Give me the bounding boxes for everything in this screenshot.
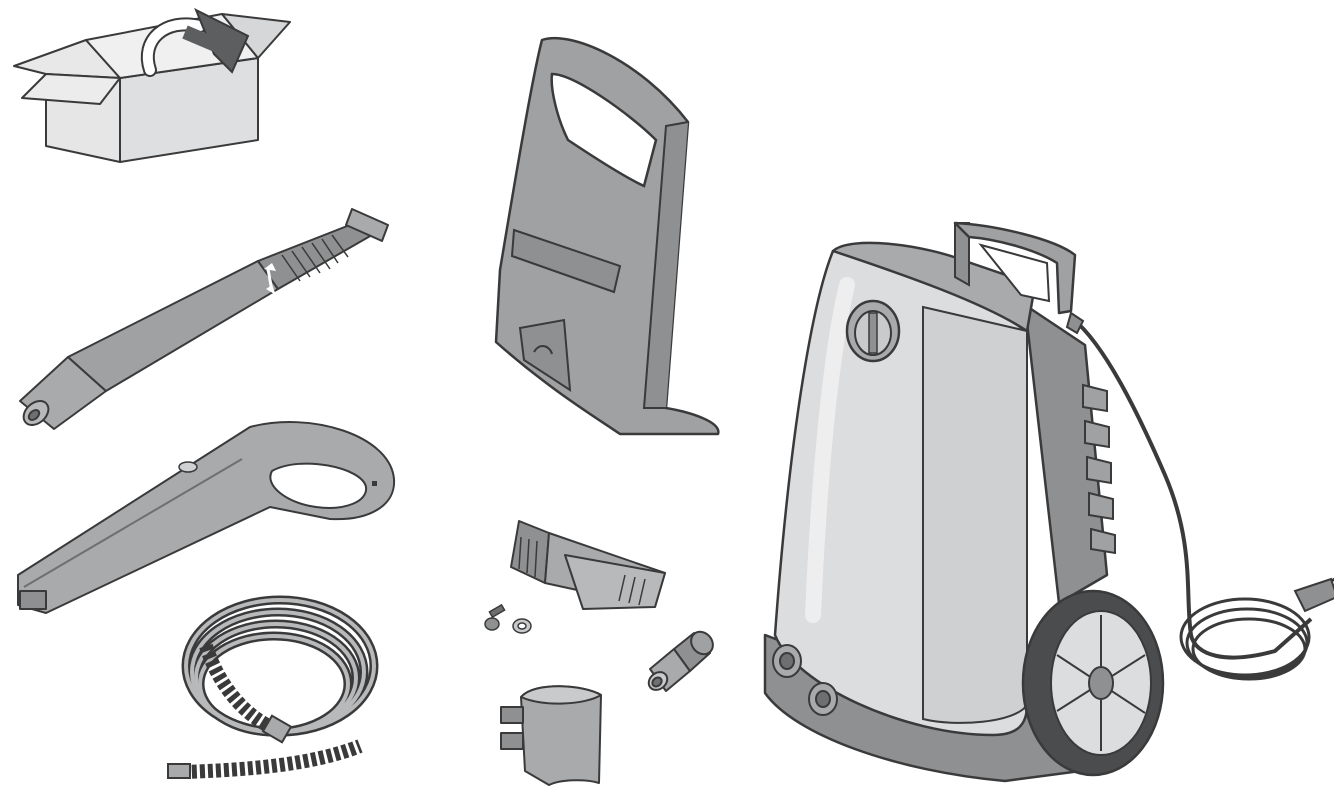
accessory-holder-icon	[510, 520, 666, 610]
hose-holder-icon	[500, 685, 602, 786]
pressure-washer-icon	[763, 221, 1334, 783]
coupling-icon	[647, 630, 714, 692]
packaging-box-icon	[13, 7, 291, 163]
screw-and-washer-icon	[484, 603, 532, 634]
spray-lance-icon	[19, 208, 389, 430]
trigger-gun-icon	[17, 421, 396, 614]
coiled-hose-icon	[167, 595, 379, 779]
handle-icon	[494, 36, 720, 436]
